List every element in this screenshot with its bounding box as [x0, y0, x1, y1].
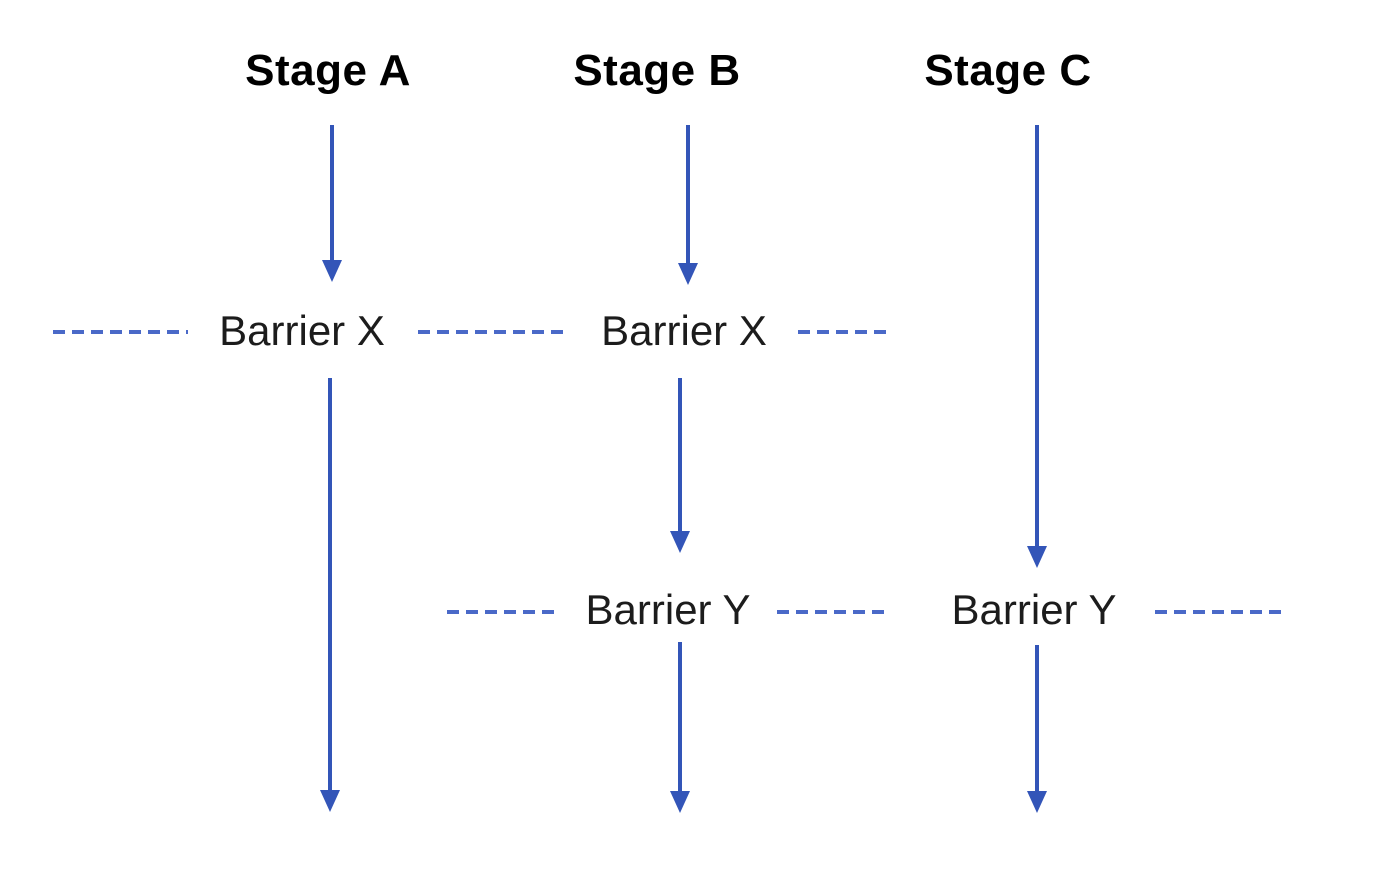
stage-b-arrow-to-barrier-y-head-icon	[670, 531, 690, 553]
stage-a-arrow-to-barrier-x-shaft	[330, 125, 334, 266]
stage-c-arrow-to-barrier-y-shaft	[1035, 125, 1039, 552]
stage-c-arrow-to-barrier-y-head-icon	[1027, 546, 1047, 568]
stage-b-arrow-to-barrier-x-shaft	[686, 125, 690, 269]
stage-a-arrow-to-barrier-x-head-icon	[322, 260, 342, 282]
stage-c-arrow-to-bottom-head-icon	[1027, 791, 1047, 813]
barrier-y-label-stage-c: Barrier Y	[951, 586, 1117, 633]
barrier-x-dashed-line-right	[798, 330, 890, 334]
stage-b-heading: Stage B	[573, 46, 741, 95]
stage-c-arrow-to-bottom-shaft	[1035, 645, 1039, 797]
barrier-y-label-stage-b: Barrier Y	[585, 586, 751, 633]
stage-b-arrow-to-bottom-head-icon	[670, 791, 690, 813]
stage-b-arrow-to-barrier-x-head-icon	[678, 263, 698, 285]
barrier-x-dashed-line-left	[53, 330, 188, 334]
stage-c-heading: Stage C	[924, 46, 1092, 95]
barrier-x-dashed-line-middle	[418, 330, 570, 334]
stage-b-arrow-to-barrier-y-shaft	[678, 378, 682, 537]
stage-b-arrow-to-bottom-shaft	[678, 642, 682, 797]
stage-a-heading: Stage A	[245, 46, 411, 95]
stage-a-arrow-to-bottom-head-icon	[320, 790, 340, 812]
stage-a-arrow-to-bottom-shaft	[328, 378, 332, 796]
barrier-y-dashed-line-middle	[777, 610, 890, 614]
barrier-y-dashed-line-right	[1155, 610, 1282, 614]
barrier-x-label-stage-a: Barrier X	[219, 307, 385, 354]
barrier-x-label-stage-b: Barrier X	[601, 307, 767, 354]
barrier-y-dashed-line-left	[447, 610, 560, 614]
